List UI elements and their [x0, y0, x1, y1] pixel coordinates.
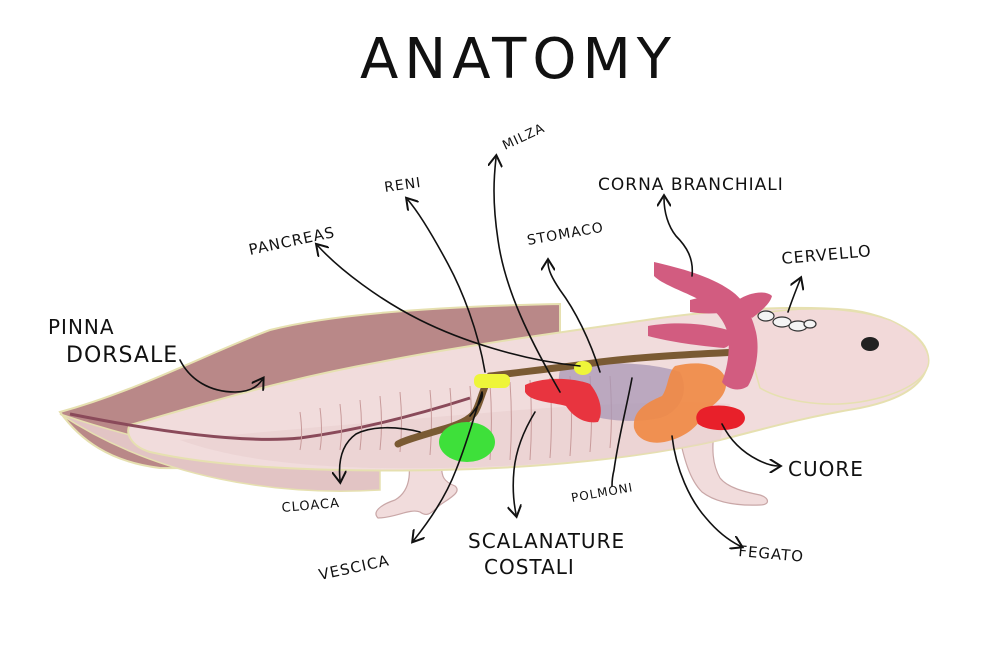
- arrow-cervello: [787, 280, 800, 313]
- axolotl-illustration: [58, 262, 930, 519]
- lateral-line: [69, 396, 471, 441]
- arrow-corna-branchiali: [664, 198, 694, 277]
- brain-organ: [757, 310, 817, 332]
- liver-organ: [633, 363, 727, 443]
- label-vescica: VESCICA: [317, 551, 391, 584]
- gills: [648, 262, 772, 390]
- label-pinna-dorsale: PINNA: [48, 315, 115, 339]
- label-stomaco: STOMACO: [526, 220, 605, 249]
- pancreas-organ: [474, 374, 510, 388]
- label-cuore: CUORE: [788, 457, 864, 481]
- label-pancreas: PANCREAS: [247, 223, 337, 259]
- arrow-fegato: [671, 435, 740, 546]
- label-cervello: CERVELLO: [781, 241, 873, 268]
- kidney-organ: [574, 361, 592, 375]
- diagram-title: ANATOMY: [360, 27, 677, 92]
- arrow-pancreas: [318, 246, 581, 367]
- label-reni: RENI: [383, 175, 422, 196]
- arrow-cuore: [721, 423, 778, 466]
- label-cloaca: CLOACA: [281, 496, 341, 516]
- arrow-polmoni: [611, 377, 633, 487]
- arrow-vescica: [414, 391, 484, 540]
- heart-organ: [696, 405, 745, 431]
- arrow-reni: [408, 200, 486, 373]
- bladder-organ: [439, 422, 495, 462]
- arrow-cloaca: [340, 426, 421, 480]
- eye: [861, 337, 879, 351]
- label-corna-branchiali: CORNA BRANCHIALI: [598, 175, 784, 195]
- arrow-stomaco: [548, 262, 601, 373]
- label-scalanature: SCALANATURE: [468, 529, 625, 553]
- label-milza: MILZA: [500, 121, 547, 154]
- arrow-milza: [494, 158, 561, 393]
- label-polmoni: POLMONI: [570, 480, 634, 505]
- label-fegato: FEGATO: [738, 542, 805, 566]
- fore-leg: [677, 429, 769, 506]
- label-scalanature-2: COSTALI: [484, 555, 575, 579]
- label-pinna-dorsale-2: DORSALE: [66, 343, 178, 368]
- head: [739, 308, 930, 405]
- arrow-pinna-dorsale: [179, 359, 262, 393]
- spleen-organ: [525, 378, 601, 423]
- arrow-scalanature: [513, 411, 536, 514]
